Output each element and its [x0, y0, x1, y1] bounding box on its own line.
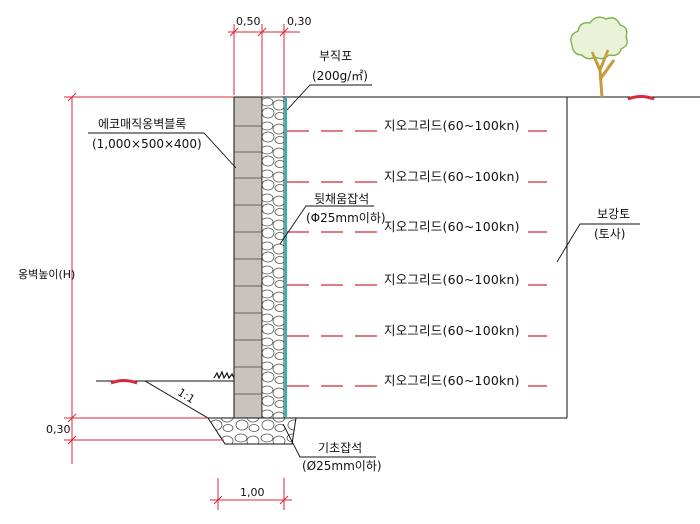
block-joints [234, 125, 262, 395]
backfill-stone-column [261, 96, 285, 419]
fabric-title: 부직포 [319, 49, 352, 63]
soil-leader [556, 223, 640, 263]
wall-height-label: 옹벽높이(H) [18, 268, 75, 281]
backfill-spec: (Φ25mm이하) [306, 211, 386, 225]
tree-icon [570, 16, 628, 98]
geogrid-labels: 지오그리드(60~100kn) 지오그리드(60~100kn) 지오그리드(60… [378, 117, 528, 388]
fabric-spec: (200g/㎡) [312, 69, 368, 83]
ground-mark-left [110, 379, 138, 385]
soil-title: 보강토 [597, 207, 630, 221]
geogrid-label-6: 지오그리드(60~100kn) [384, 373, 520, 388]
backfill-title: 뒷채움잡석 [314, 192, 369, 206]
geogrid-label-1: 지오그리드(60~100kn) [384, 118, 520, 133]
block-title: 에코매직옹벽블록 [98, 117, 186, 131]
height-dimension [64, 92, 234, 464]
top-dimensions [228, 24, 300, 95]
soil-spec: (토사) [594, 227, 625, 241]
base-title: 기초잡석 [318, 441, 362, 455]
geogrid-label-4: 지오그리드(60~100kn) [384, 272, 520, 287]
base-leader [282, 423, 376, 458]
dim-base-width: 1,00 [240, 486, 265, 499]
grass-icon [213, 370, 235, 380]
geogrid-label-2: 지오그리드(60~100kn) [384, 169, 520, 184]
ground-mark-right [627, 95, 655, 101]
dim-base-height: 0,30 [46, 423, 71, 436]
eco-block-column [233, 96, 263, 419]
geogrid-label-3: 지오그리드(60~100kn) [384, 219, 520, 234]
fabric-leader [286, 84, 372, 111]
slope-label: 1:1 [175, 386, 197, 406]
base-spec: (Ø25mm이하) [302, 459, 382, 473]
block-spec: (1,000×500×400) [92, 137, 202, 151]
geogrid-label-5: 지오그리드(60~100kn) [384, 323, 520, 338]
block-leader [88, 132, 237, 169]
dim-filter-width: 0,30 [287, 15, 312, 28]
base-width-dimension [210, 478, 292, 510]
backfill-leader [279, 205, 374, 245]
dim-block-width: 0,50 [236, 15, 261, 28]
